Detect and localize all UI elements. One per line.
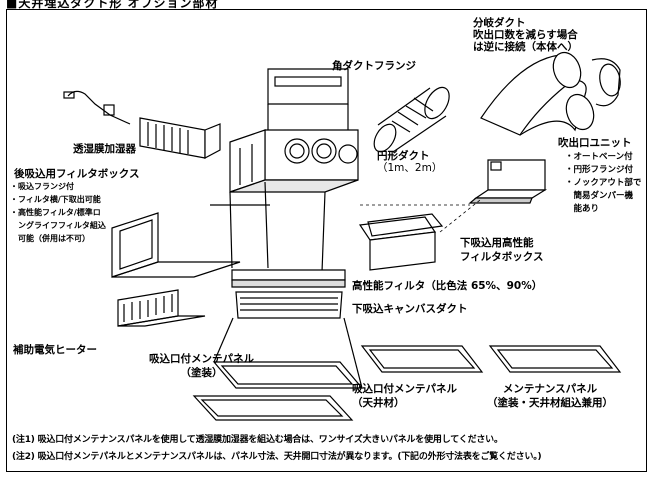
label-canvas-duct: 下吸込キャンバスダクト	[352, 303, 468, 315]
note-1: (注1) 吸込口付メンテナンスパネルを使用して透湿膜加湿器を組込む場合は、ワンサ…	[12, 435, 503, 445]
label-high-perf-filter: 高性能フィルタ（比色法 65%、90%）	[352, 280, 543, 292]
outlet-unit	[468, 159, 548, 204]
label-branch-duct: 分岐ダクト 吹出口数を減らす場合 は逆に接続（本体へ）	[473, 17, 578, 53]
label-bottom-filter-box: 下吸込用高性能 フィルタボックス	[460, 237, 544, 263]
label-panel-ceiling: 吸込口付メンテパネル （天井材）	[352, 383, 457, 409]
round-duct	[373, 86, 450, 153]
canvas-duct	[235, 291, 343, 319]
label-electric-heater: 補助電気ヒーター	[13, 344, 97, 356]
label-rear-filter-box: 後吸込用フィルタボックス	[14, 168, 140, 180]
note-2: (注2) 吸込口付メンテパネルとメンテナンスパネルは、パネル寸法、天井開口寸法が…	[12, 452, 542, 462]
label-round-duct: 円形ダクト （1m、2m）	[377, 150, 443, 174]
label-outlet-unit: 吹出口ユニット	[558, 137, 632, 149]
bottom-filter-box	[358, 213, 444, 271]
canvas-duct-lines	[210, 181, 326, 273]
label-humidifier: 透湿膜加湿器	[73, 143, 136, 155]
rear-filter-box-features: ・吸込フランジ付 ・フィルタ横/下取出可能 ・高性能フィルタ/標準ロ ングライフ…	[10, 182, 106, 243]
maintenance-panel	[488, 345, 622, 373]
square-duct-flange	[267, 68, 349, 130]
label-panel-painted: 吸込口付メンテパネル （塗装）	[149, 353, 254, 379]
rear-filter-box	[111, 212, 241, 278]
panel-ceiling	[360, 345, 484, 373]
label-maintenance-panel: メンテナンスパネル （塗装・天井材組込兼用）	[487, 383, 613, 409]
page-heading: ■天井埋込ダクト形 オプション部材	[6, 0, 219, 9]
electric-heater	[117, 289, 206, 327]
diagram-frame	[6, 9, 647, 472]
high-perf-filter	[231, 269, 346, 288]
branch-duct	[480, 51, 621, 136]
panel-painted	[192, 317, 364, 421]
label-square-duct-flange: 角ダクトフランジ	[332, 60, 416, 72]
outlet-unit-features: ・オートベーン付 ・円形フランジ付 ・ノックアウト部で 簡易ダンパー機 能あり	[565, 152, 642, 214]
humidifier	[63, 90, 221, 159]
main-unit	[229, 129, 359, 193]
